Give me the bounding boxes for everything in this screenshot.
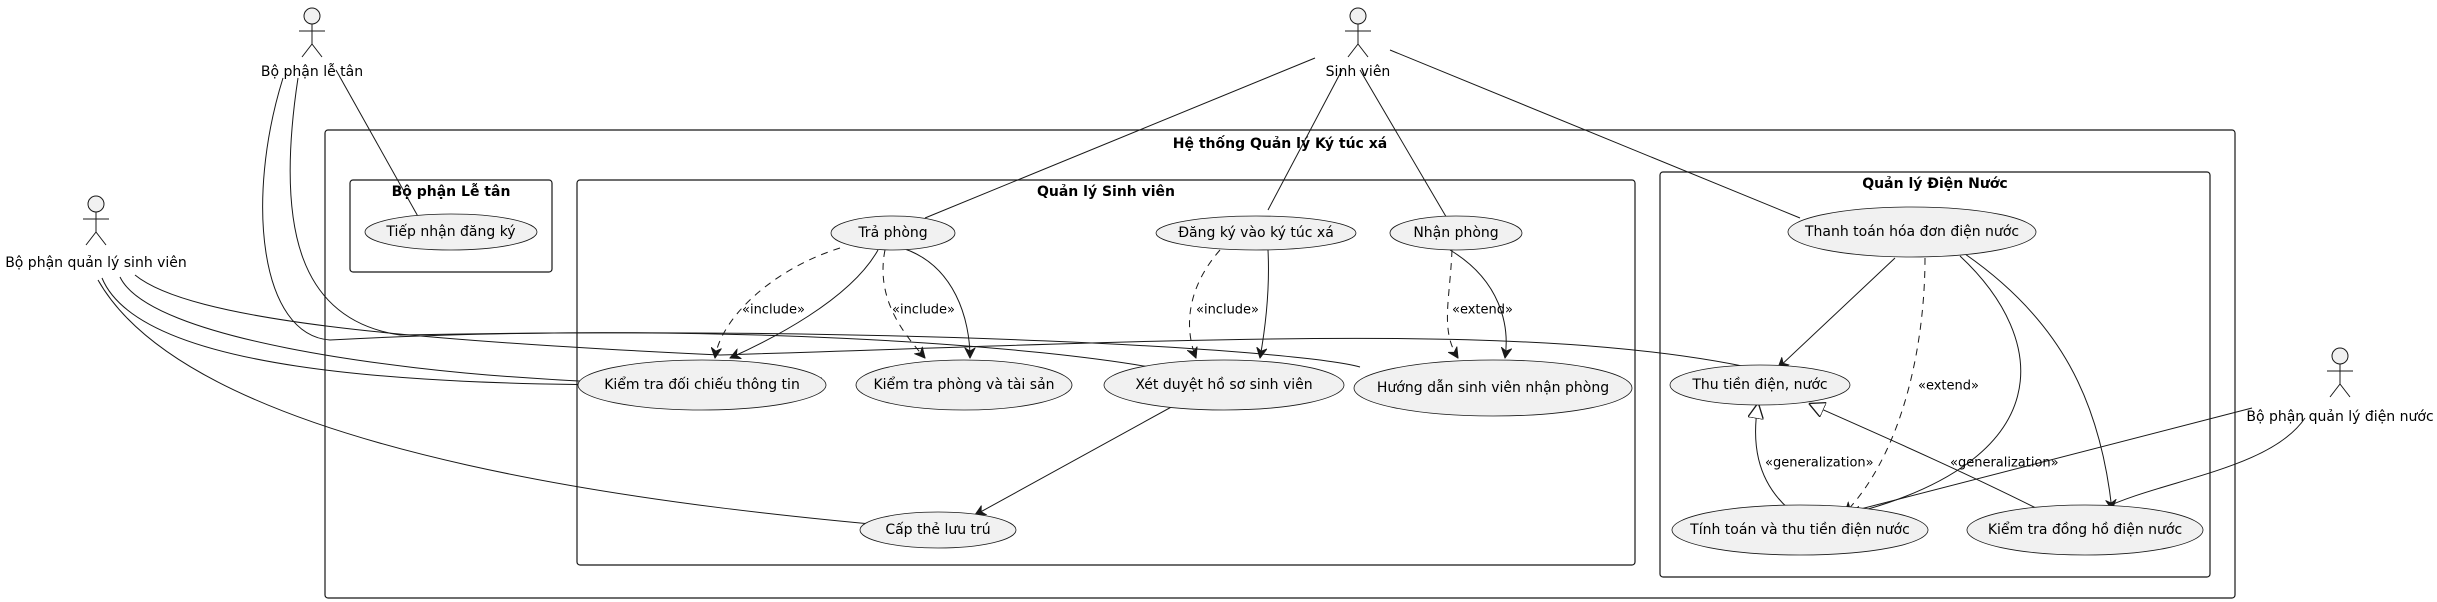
include-label-2: «include» [892, 303, 955, 318]
actor-receptionist-label: Bộ phận lễ tân [261, 63, 363, 80]
package-utilities-title: Quản lý Điện Nước [1862, 176, 2007, 192]
actor-receptionist[interactable]: Bộ phận lễ tân [261, 7, 363, 80]
usecase-guide-checkin[interactable]: Hướng dẫn sinh viên nhận phòng [1353, 359, 1633, 417]
extend-label-1: «extend» [1452, 303, 1513, 318]
actor-associations [97, 49, 2306, 531]
actor-student[interactable]: Sinh viên [1326, 7, 1391, 80]
usecase-issue-card[interactable]: Cấp thẻ lưu trú [859, 511, 1017, 549]
generalization-label-1: «generalization» [1765, 456, 1874, 471]
usecase-apply-dorm[interactable]: Đăng ký vào ký túc xá [1155, 215, 1357, 251]
usecase-verify-info[interactable]: Kiểm tra đối chiếu thông tin [577, 359, 827, 411]
package-reception-title: Bộ phận Lễ tân [392, 183, 511, 200]
usecase-collect-fees-label: Thu tiền điện, nước [1691, 376, 1827, 393]
actor-student-mgmt[interactable]: Bộ phận quản lý sinh viên [5, 195, 187, 271]
usecase-review-profile-label: Xét duyệt hồ sơ sinh viên [1135, 376, 1312, 393]
usecase-receive-room[interactable]: Nhận phòng [1389, 215, 1523, 251]
actor-utility-mgmt-label: Bộ phận quản lý điện nước [2246, 409, 2433, 425]
extend-label-2: «extend» [1918, 379, 1979, 394]
actor-student-icon [1345, 7, 1371, 58]
actor-student-label: Sinh viên [1326, 64, 1391, 80]
usecase-checkout[interactable]: Trả phòng [830, 215, 956, 251]
usecase-checkout-label: Trả phòng [857, 225, 927, 241]
usecase-check-room-assets[interactable]: Kiểm tra phòng và tài sản [855, 359, 1073, 411]
usecase-register-intake[interactable]: Tiếp nhận đăng ký [364, 213, 538, 251]
actor-receptionist-icon [299, 7, 325, 58]
system-title: Hệ thống Quản lý Ký túc xá [1173, 135, 1387, 152]
usecase-receive-room-label: Nhận phòng [1413, 225, 1498, 241]
actor-student-mgmt-icon [83, 195, 109, 246]
package-students: Quản lý Sinh viên [576, 179, 1636, 566]
usecase-apply-dorm-label: Đăng ký vào ký túc xá [1178, 225, 1334, 241]
usecase-review-profile[interactable]: Xét duyệt hồ sơ sinh viên [1103, 359, 1345, 411]
generalization-label-2: «generalization» [1950, 456, 2059, 471]
usecase-pay-bill[interactable]: Thanh toán hóa đơn điện nước [1787, 206, 2037, 258]
usecase-collect-fees[interactable]: Thu tiền điện, nước [1669, 364, 1851, 406]
include-label-1: «include» [742, 303, 805, 318]
package-students-title: Quản lý Sinh viên [1037, 184, 1175, 200]
package-utilities: Quản lý Điện Nước [1659, 171, 2211, 578]
usecase-register-intake-label: Tiếp nhận đăng ký [385, 223, 515, 240]
usecase-issue-card-label: Cấp thẻ lưu trú [885, 522, 990, 538]
actor-utility-mgmt[interactable]: Bộ phận quản lý điện nước [2246, 347, 2434, 425]
include-label-3: «include» [1196, 303, 1259, 318]
usecase-verify-info-label: Kiểm tra đối chiếu thông tin [604, 376, 800, 393]
usecase-pay-bill-label: Thanh toán hóa đơn điện nước [1804, 224, 2019, 240]
usecase-check-room-assets-label: Kiểm tra phòng và tài sản [873, 376, 1054, 393]
usecase-relations [715, 247, 2112, 515]
usecase-check-meter[interactable]: Kiểm tra đồng hồ điện nước [1966, 504, 2204, 556]
usecase-calc-collect[interactable]: Tính toán và thu tiền điện nước [1671, 504, 1929, 556]
usecase-check-meter-label: Kiểm tra đồng hồ điện nước [1988, 521, 2182, 538]
usecase-guide-checkin-label: Hướng dẫn sinh viên nhận phòng [1377, 379, 1609, 396]
relation-labels: «include» «include» «include» «extend» «… [742, 303, 2059, 471]
actor-student-mgmt-label: Bộ phận quản lý sinh viên [5, 255, 187, 271]
usecase-calc-collect-label: Tính toán và thu tiền điện nước [1689, 521, 1910, 538]
actor-utility-mgmt-icon [2327, 347, 2353, 398]
